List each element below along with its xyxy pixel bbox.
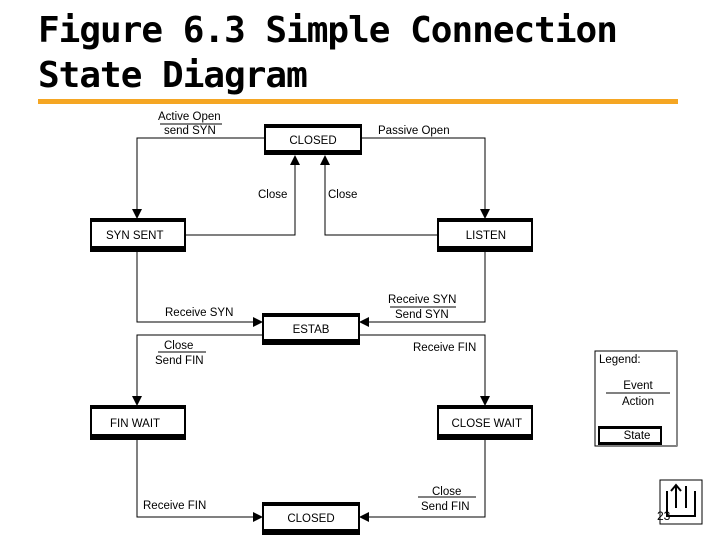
edge-receive-fin-bottom (136, 440, 263, 522)
label-receive-fin-right: Receive FIN (413, 342, 476, 354)
label-close-right: Close (328, 189, 357, 201)
edge-receive-syn-right (359, 252, 486, 327)
label-receive-fin-bottom: Receive FIN (143, 500, 206, 512)
title-underline (38, 99, 678, 104)
state-listen: LISTEN (437, 218, 533, 252)
state-closed-bottom-label: CLOSED (287, 513, 334, 525)
legend: Legend: Event Action State (594, 350, 678, 447)
state-closed-bottom: CLOSED (262, 502, 360, 535)
label-close-left: Close (258, 189, 287, 201)
state-syn-sent: SYN SENT (90, 218, 186, 252)
state-fin-wait-label: FIN WAIT (110, 418, 160, 430)
state-estab-label: ESTAB (293, 324, 330, 336)
state-listen-label: LISTEN (466, 230, 506, 242)
edge-close-bottom (359, 440, 486, 522)
state-close-wait-label: CLOSE WAIT (452, 418, 523, 430)
label-receive-syn-right: Receive SYN (388, 294, 456, 306)
edge-passive-open (362, 137, 490, 219)
legend-state: State (624, 430, 651, 442)
page-number: 23 (657, 509, 671, 523)
slide-title: Figure 6.3 Simple Connection State Diagr… (38, 8, 678, 98)
edge-receive-fin-right (360, 334, 490, 406)
label-send-fin-bottom: Send FIN (421, 501, 470, 513)
label-passive-open: Passive Open (378, 125, 450, 137)
label-active-open: Active Open (158, 111, 221, 123)
slide-title-line2: State Diagram (38, 55, 308, 96)
edge-close-right (320, 155, 437, 236)
edge-close-left (186, 155, 300, 236)
state-estab: ESTAB (262, 313, 360, 345)
label-receive-syn-left: Receive SYN (165, 307, 233, 319)
state-closed-top-label: CLOSED (289, 135, 336, 147)
edge-active-open (132, 137, 264, 219)
label-close-estab: Close (164, 340, 193, 352)
state-close-wait: CLOSE WAIT (437, 405, 533, 440)
university-logo-icon (659, 479, 703, 525)
label-send-syn-right: Send SYN (395, 309, 449, 321)
state-syn-sent-label: SYN SENT (106, 230, 164, 242)
edge-receive-syn-left (136, 252, 263, 327)
label-close-bottom: Close (432, 486, 461, 498)
legend-action: Action (622, 396, 654, 408)
label-send-syn: send SYN (164, 125, 216, 137)
legend-event: Event (623, 380, 653, 392)
label-send-fin-estab: Send FIN (155, 355, 204, 367)
edge-close-send-fin (132, 334, 262, 406)
state-closed-top: CLOSED (264, 124, 362, 155)
legend-title: Legend: (599, 354, 641, 366)
state-fin-wait: FIN WAIT (90, 405, 186, 440)
slide-title-line1: Figure 6.3 Simple Connection (38, 10, 618, 51)
